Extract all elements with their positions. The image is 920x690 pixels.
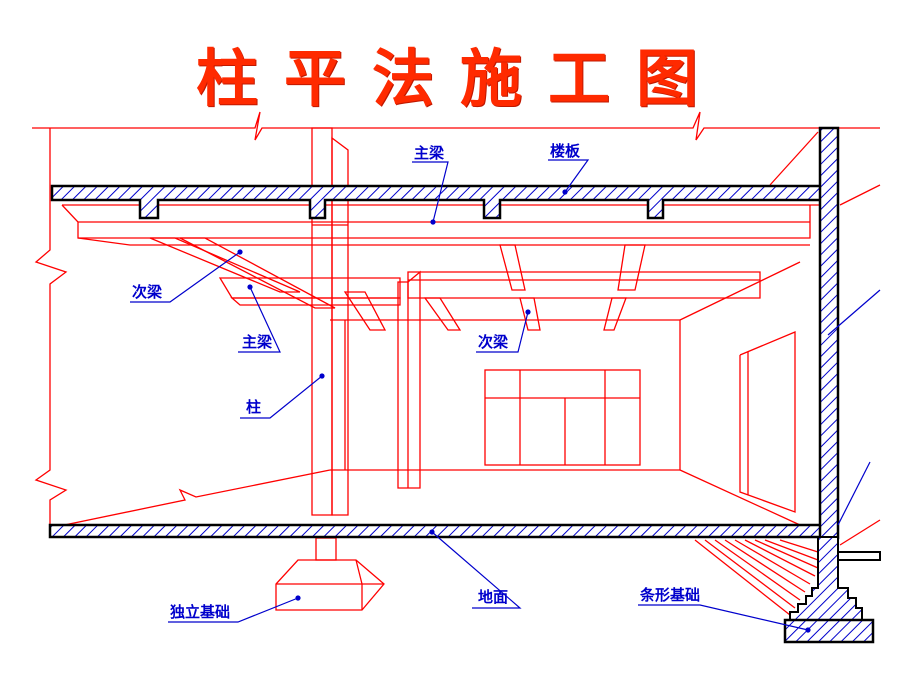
labels: 主梁 楼板 次梁 主梁 次梁 柱 独立基础 地面 条形基础	[132, 142, 700, 621]
label-main-beam-left: 主梁	[242, 333, 273, 351]
structure-lines	[32, 111, 881, 616]
floor-slab	[50, 184, 832, 220]
page-title: 柱平法施工图	[195, 42, 724, 115]
right-wall	[783, 126, 881, 644]
label-isolated-foundation: 独立基础	[170, 603, 230, 621]
ground-slab	[48, 523, 832, 539]
label-strip-foundation: 条形基础	[639, 586, 700, 604]
label-slab: 楼板	[550, 142, 581, 160]
label-main-beam-top: 主梁	[414, 144, 445, 162]
label-column: 柱	[246, 398, 261, 416]
label-secondary-beam-left: 次梁	[132, 283, 163, 301]
leader-lines	[130, 159, 881, 633]
label-secondary-beam-mid: 次梁	[478, 333, 509, 351]
label-ground: 地面	[478, 588, 508, 606]
